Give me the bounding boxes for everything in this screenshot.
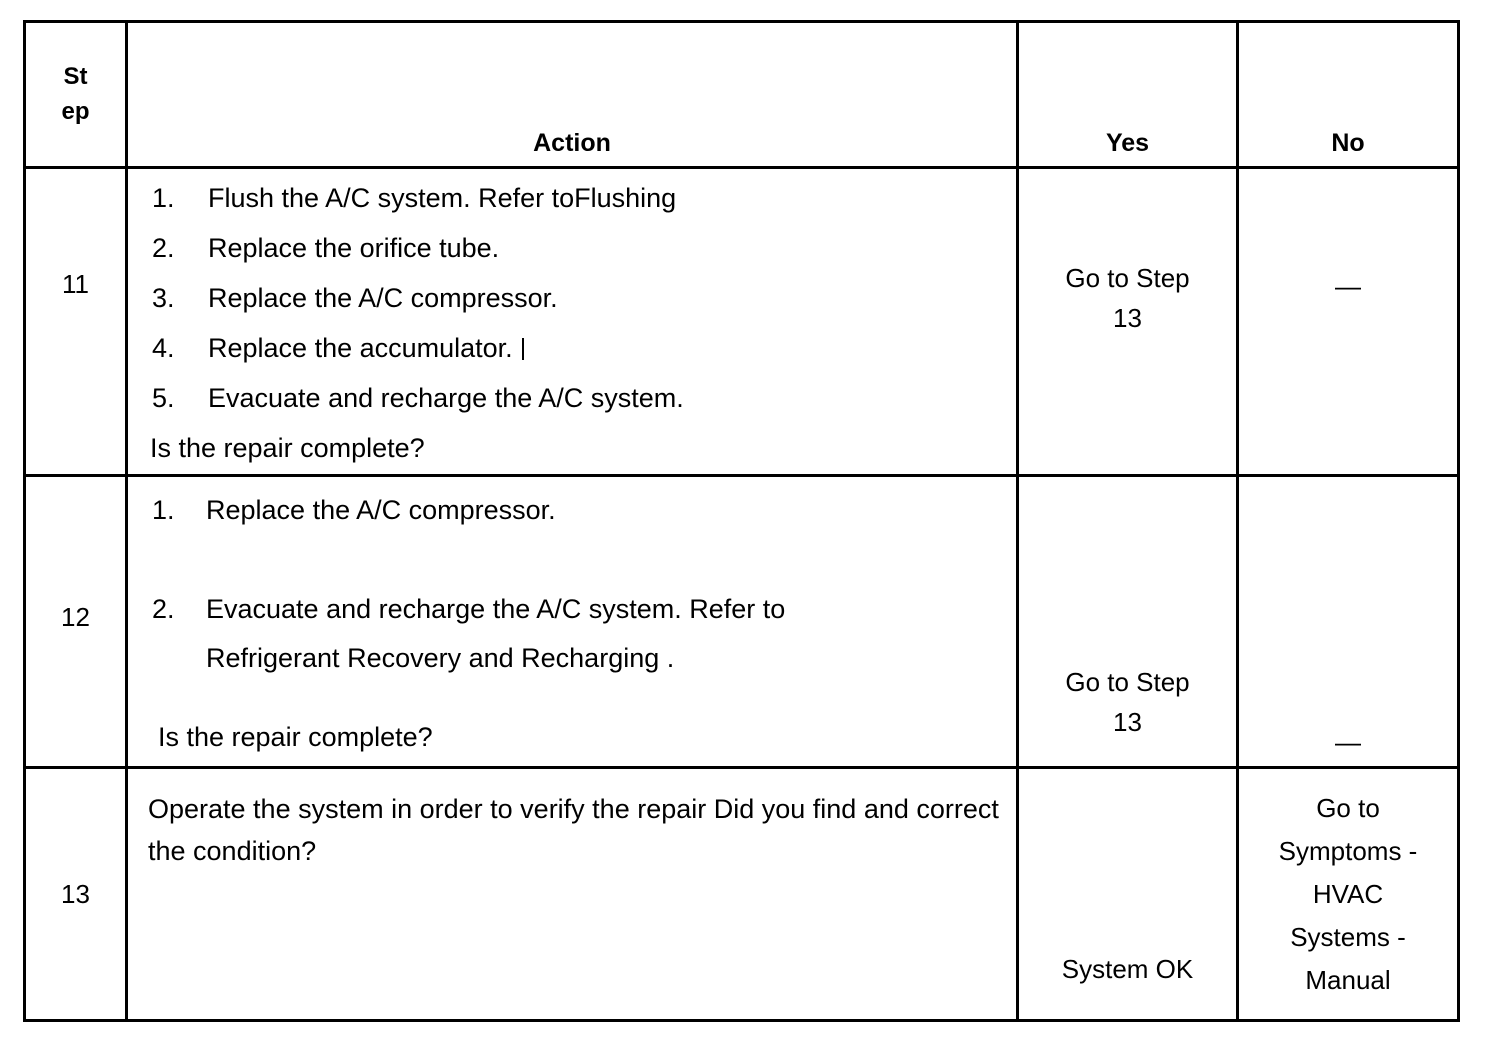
no-outcome-line1: Go to <box>1316 793 1380 823</box>
no-outcome-cell: Go to Symptoms - HVAC Systems - Manual <box>1236 766 1460 1022</box>
action-question: Is the repair complete? <box>158 722 433 752</box>
list-item-text: Replace the accumulator. <box>208 333 513 363</box>
column-header-step-line1: St <box>63 62 88 90</box>
yes-outcome-cell: Go to Step 13 <box>1016 166 1239 477</box>
no-outcome-dash: — <box>1335 271 1361 301</box>
list-item-number: 2. <box>152 233 175 263</box>
action-cell: 1. Flush the A/C system. Refer toFlushin… <box>125 166 1019 477</box>
list-item: 3. Replace the A/C compressor. <box>148 285 1016 312</box>
list-item-number: 2. <box>152 594 175 624</box>
no-outcome-cell: — <box>1236 166 1460 477</box>
column-header-action: Action <box>125 20 1019 169</box>
list-item-number: 1. <box>152 183 175 213</box>
action-text: Operate the system in order to verify th… <box>148 794 999 866</box>
list-item-text: Evacuate and recharge the A/C system. <box>208 383 684 413</box>
no-outcome-cell: — <box>1236 474 1460 769</box>
action-cell: Operate the system in order to verify th… <box>125 766 1019 1022</box>
table-row: 11 1. Flush the A/C system. Refer toFlus… <box>23 166 1460 477</box>
list-item-text: Evacuate and recharge the A/C system. Re… <box>206 594 786 624</box>
list-item-text: Replace the orifice tube. <box>208 233 500 263</box>
list-item-text: Flush the A/C system. Refer toFlushing <box>208 183 677 213</box>
no-outcome-line5: Manual <box>1305 964 1391 995</box>
column-header-step-line2: ep <box>61 97 90 125</box>
yes-outcome-line1: Go to Step <box>1065 667 1190 697</box>
column-header-no: No <box>1236 20 1460 169</box>
action-question: Is the repair complete? <box>150 433 425 463</box>
yes-outcome-line1: Go to Step <box>1065 263 1190 293</box>
no-outcome-line4: Systems - <box>1290 921 1406 952</box>
column-header-step: St ep <box>23 20 128 169</box>
list-item: 5. Evacuate and recharge the A/C system. <box>148 385 1016 412</box>
list-item: 2. Evacuate and recharge the A/C system.… <box>148 596 1016 672</box>
list-item-number: 4. <box>152 333 175 363</box>
column-header-yes: Yes <box>1016 20 1239 169</box>
table-row: 13 Operate the system in order to verify… <box>23 766 1460 1022</box>
step-number: 11 <box>23 166 128 477</box>
action-step-list: 1. Replace the A/C compressor. 2. Evacua… <box>148 497 1016 672</box>
action-cell: 1. Replace the A/C compressor. 2. Evacua… <box>125 474 1019 769</box>
list-item-continuation: Refrigerant Recovery and Recharging . <box>206 643 675 673</box>
action-step-list: 1. Flush the A/C system. Refer toFlushin… <box>148 185 1016 412</box>
yes-outcome-line2: 13 <box>1113 707 1142 738</box>
no-outcome-dash: — <box>1335 727 1361 757</box>
yes-outcome-cell: System OK <box>1016 766 1239 1022</box>
diagnostic-step-table: St ep Action Yes No 11 1. Flush the A/C … <box>23 20 1460 1022</box>
list-item: 2. Replace the orifice tube. <box>148 235 1016 262</box>
list-item-text: Replace the A/C compressor. <box>206 495 556 525</box>
text-cursor-artifact <box>521 338 524 360</box>
yes-outcome-line1: System OK <box>1061 954 1194 984</box>
step-number: 13 <box>23 766 128 1022</box>
list-item: 4. Replace the accumulator. <box>148 335 1016 362</box>
list-item-number: 1. <box>152 495 175 525</box>
no-outcome-line3: HVAC <box>1312 878 1384 909</box>
list-item: 1. Flush the A/C system. Refer toFlushin… <box>148 185 1016 212</box>
list-item-number: 3. <box>152 283 175 313</box>
yes-outcome-line2: 13 <box>1113 303 1142 334</box>
table-row: 12 1. Replace the A/C compressor. 2. Eva… <box>23 474 1460 769</box>
yes-outcome-cell: Go to Step 13 <box>1016 474 1239 769</box>
list-item: 1. Replace the A/C compressor. <box>148 497 1016 524</box>
list-item-number: 5. <box>152 383 175 413</box>
list-item-text: Replace the A/C compressor. <box>208 283 558 313</box>
table-header-row: St ep Action Yes No <box>23 20 1460 169</box>
step-number: 12 <box>23 474 128 769</box>
no-outcome-line2: Symptoms - <box>1278 835 1418 866</box>
